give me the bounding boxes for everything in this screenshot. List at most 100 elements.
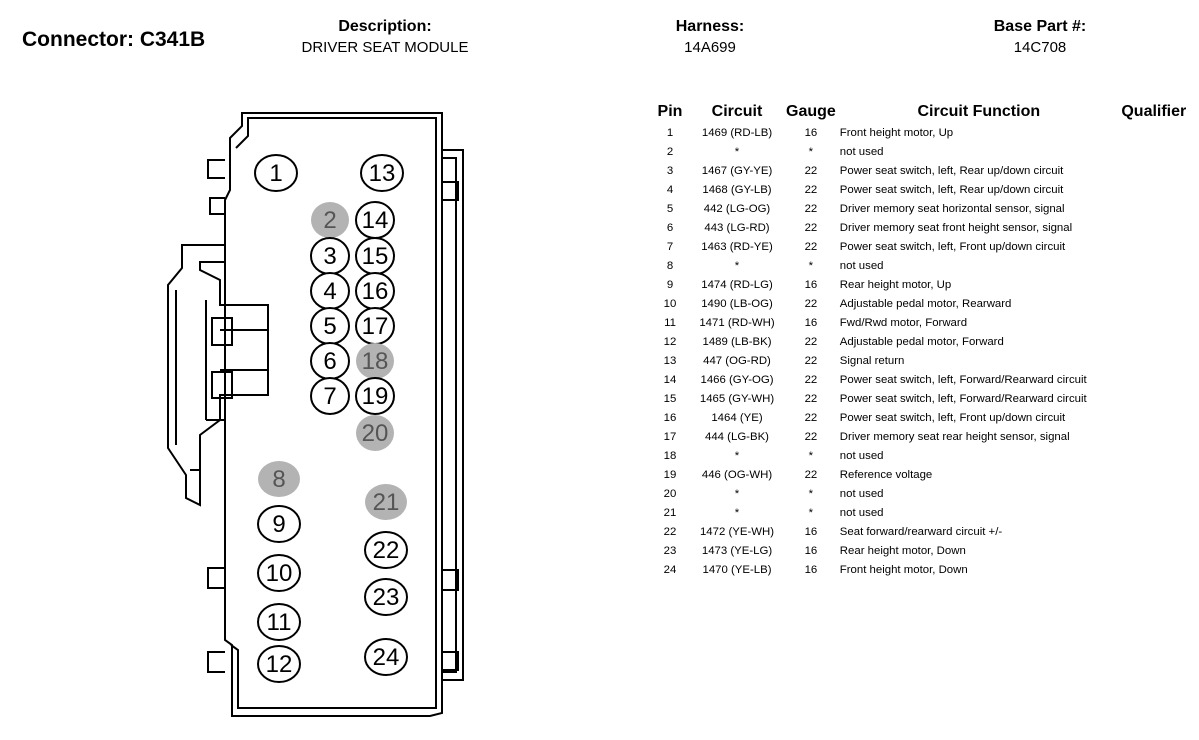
row-circuit: *: [734, 260, 740, 272]
connector-title: Connector: C341B: [22, 28, 206, 51]
row-circuit: *: [734, 507, 740, 519]
header-qualifier: Qualifier: [1121, 103, 1187, 120]
row-pin: 2: [666, 146, 674, 158]
row-qualifier: [1118, 276, 1190, 295]
row-gauge: *: [808, 260, 814, 272]
row-pin: 23: [663, 545, 677, 557]
row-circuit: 1490 (LB-OG): [701, 298, 773, 310]
row-gauge: *: [808, 450, 814, 462]
pin-cavity: 4: [310, 272, 350, 310]
pin-circle: [364, 578, 408, 616]
row-pin: 20: [663, 488, 677, 500]
table-row: 18**not used: [652, 447, 1190, 466]
row-function: Power seat switch, left, Rear up/down ci…: [839, 184, 1064, 196]
pin-cavity: 24: [364, 638, 408, 676]
row-circuit: 444 (LG-BK): [705, 431, 769, 443]
row-circuit: 1472 (YE-WH): [699, 526, 775, 538]
row-qualifier: [1118, 257, 1190, 276]
pin-circle: [356, 415, 394, 451]
row-circuit: 1473 (YE-LG): [701, 545, 773, 557]
row-circuit: 442 (LG-OG): [703, 203, 771, 215]
row-pin: 10: [663, 298, 677, 310]
description-block: Description: DRIVER SEAT MODULE: [290, 18, 480, 56]
header-gauge: Gauge: [786, 103, 836, 120]
pin-circle: [257, 554, 301, 592]
pin-number: 2: [323, 207, 336, 234]
pin-number: 13: [369, 160, 396, 187]
row-circuit: 1464 (YE): [711, 412, 763, 424]
pin-cavity: 11: [257, 603, 301, 641]
row-gauge: 16: [804, 526, 818, 538]
base-part-block: Base Part #: 14C708: [975, 18, 1105, 56]
row-circuit: 1474 (RD-LG): [701, 279, 773, 291]
pin-number: 3: [323, 243, 336, 270]
row-circuit: *: [734, 450, 740, 462]
row-gauge: *: [808, 146, 814, 158]
pin-number: 17: [362, 313, 389, 340]
row-qualifier: [1118, 352, 1190, 371]
row-pin: 22: [663, 526, 677, 538]
row-circuit: 443 (LG-RD): [704, 222, 770, 234]
pin-number: 23: [373, 584, 400, 611]
pin-number: 6: [323, 348, 336, 375]
pin-number: 10: [266, 560, 293, 587]
row-circuit: 1489 (LB-BK): [702, 336, 772, 348]
row-function: Reference voltage: [839, 469, 933, 481]
row-circuit: *: [734, 146, 740, 158]
row-pin: 15: [663, 393, 677, 405]
pin-cavity: 14: [355, 201, 395, 239]
row-gauge: 16: [804, 564, 818, 576]
pin-cavity: 1: [254, 154, 298, 192]
pin-circle: [365, 484, 407, 520]
row-gauge: 16: [804, 545, 818, 557]
row-circuit: 447 (OG-RD): [703, 355, 771, 367]
row-qualifier: [1118, 504, 1190, 523]
row-circuit: 1471 (RD-WH): [699, 317, 775, 329]
pin-number: 20: [362, 420, 389, 447]
pin-cavity: 15: [355, 237, 395, 275]
row-pin: 8: [666, 260, 674, 272]
description-label: Description:: [338, 18, 432, 35]
row-qualifier: [1118, 238, 1190, 257]
header-circuit: Circuit: [711, 103, 763, 120]
row-qualifier: [1118, 390, 1190, 409]
pin-cavity: 13: [360, 154, 404, 192]
pin-number: 7: [323, 383, 336, 410]
row-qualifier: [1118, 124, 1190, 143]
row-function: Driver memory seat horizontal sensor, si…: [839, 203, 1065, 215]
row-circuit: 1469 (RD-LB): [701, 127, 773, 139]
row-pin: 1: [666, 127, 674, 139]
row-pin: 17: [663, 431, 677, 443]
row-pin: 3: [666, 165, 674, 177]
row-qualifier: [1118, 143, 1190, 162]
pin-cavity: 10: [257, 554, 301, 592]
row-pin: 19: [663, 469, 677, 481]
row-circuit: 1463 (RD-YE): [701, 241, 773, 253]
pin-cavity: 21: [365, 484, 407, 520]
table-row: 21**not used: [652, 504, 1190, 523]
description-value: DRIVER SEAT MODULE: [301, 39, 469, 56]
row-circuit: *: [734, 488, 740, 500]
row-gauge: 22: [804, 241, 818, 253]
row-gauge: 22: [804, 393, 818, 405]
table-row: 8**not used: [652, 257, 1190, 276]
row-gauge: 22: [804, 374, 818, 386]
row-qualifier: [1118, 219, 1190, 238]
base-part-label: Base Part #:: [993, 18, 1087, 35]
row-pin: 6: [666, 222, 674, 234]
pin-number: 1: [269, 160, 282, 187]
pin-cavity: 17: [355, 307, 395, 345]
row-function: not used: [839, 450, 884, 462]
pin-cavity: 7: [310, 377, 350, 415]
row-qualifier: [1118, 181, 1190, 200]
row-circuit: 1468 (GY-LB): [702, 184, 772, 196]
row-function: Rear height motor, Up: [839, 279, 952, 291]
table-row: 20**not used: [652, 485, 1190, 504]
pin-number: 4: [323, 278, 336, 305]
